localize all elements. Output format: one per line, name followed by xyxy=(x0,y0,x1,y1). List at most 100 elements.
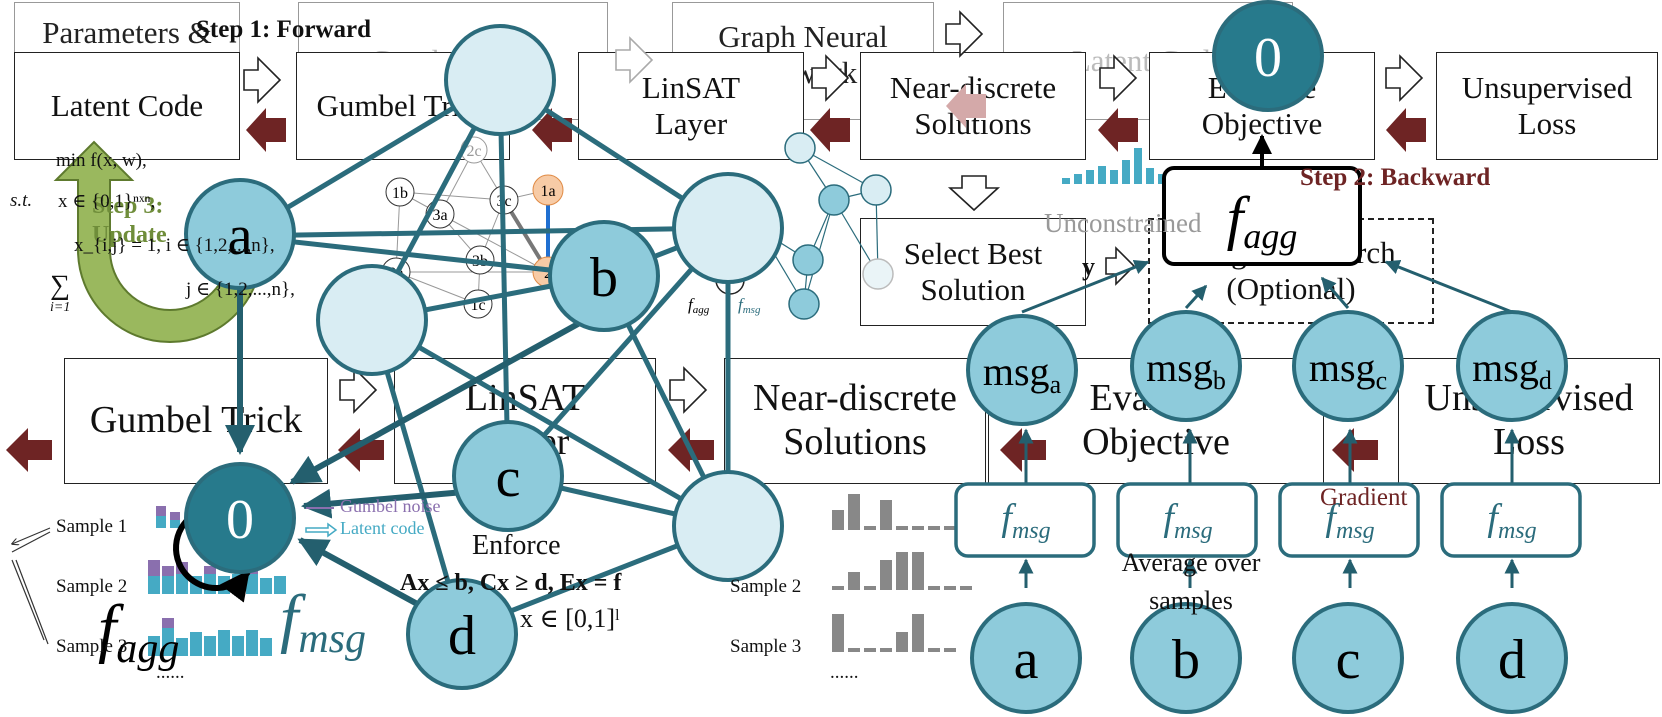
left-graph-arrows xyxy=(225,288,598,615)
fmsg-box-b: fmsg xyxy=(1116,482,1258,558)
msg-node-b-label: msgb xyxy=(1146,345,1226,395)
sample1-label: Sample 1 xyxy=(56,516,128,537)
leaf-node-a-label: a xyxy=(1014,629,1039,691)
formula-st: s.t. xyxy=(10,190,33,211)
back-arrow-1 xyxy=(246,108,286,152)
near-discrete-bottom-label: Near-discrete Solutions xyxy=(753,377,957,463)
sample-more-label: ...... xyxy=(156,662,185,683)
gnn-node-2 xyxy=(818,184,850,216)
right-fmsg-boxes: fmsg fmsg fmsg fmsg xyxy=(954,482,1582,558)
flow-arrow-10 xyxy=(669,366,708,414)
node-2-label: 2 xyxy=(544,265,552,282)
step2-label: Step 2: Backward xyxy=(1300,164,1491,191)
right-fagg-label: fagg xyxy=(1227,185,1298,256)
left-node-c-label: c xyxy=(496,447,521,509)
left-node-d: d xyxy=(406,578,518,690)
left-node-a-label: a xyxy=(228,205,253,267)
right-msg-nodes: msga msgb msgc msgd xyxy=(966,310,1568,426)
bars-left-sample3 xyxy=(148,618,272,656)
back-arrow-4 xyxy=(1098,108,1138,152)
msg-node-d: msgd xyxy=(1456,310,1568,422)
gnn-node-1 xyxy=(784,132,816,164)
box-linsat-top: LinSAT Layer xyxy=(578,52,804,160)
left-node-b-label: b xyxy=(590,247,618,309)
msg-node-d-label: msgd xyxy=(1472,345,1552,395)
step1-label: Step 1: Forward xyxy=(196,16,371,43)
legend-gradient: Gradient xyxy=(1320,484,1408,511)
unsupervised-loss-top-label: Unsupervised Loss xyxy=(1461,70,1633,141)
sample2-right-label: Sample 2 xyxy=(730,576,802,597)
back-arrow-faded xyxy=(946,84,986,128)
right-tree-arrows xyxy=(1021,260,1513,314)
flow-arrow-1 xyxy=(243,56,282,104)
back-arrow-7 xyxy=(338,428,384,472)
msg-node-c: msgc xyxy=(1292,310,1404,422)
back-arrow-6 xyxy=(6,428,52,472)
right-root: 0 xyxy=(1212,0,1324,112)
bars-unconstrained xyxy=(1062,148,1178,184)
msg-node-a-label: msga xyxy=(983,349,1062,399)
left-node-b: b xyxy=(548,220,660,332)
bars-right-sample1 xyxy=(832,494,972,530)
left-node-d-label: d xyxy=(448,605,476,667)
back-arrow-5 xyxy=(1386,108,1426,152)
latent-code-label: Latent Code xyxy=(50,88,204,124)
left-node-mid xyxy=(316,264,428,376)
left-node-right2 xyxy=(672,470,784,582)
left-node-zero: 0 xyxy=(184,462,296,574)
right-fagg-box xyxy=(1162,166,1362,266)
legend-latent-code: Latent code xyxy=(340,518,425,538)
right-root-label: 0 xyxy=(1254,27,1282,89)
bars-right-sample2 xyxy=(832,552,972,590)
fmsg-box-a: fmsg xyxy=(954,482,1096,558)
sample3-right-label: Sample 3 xyxy=(730,636,802,657)
flow-arrow-5 xyxy=(945,10,984,58)
formula-min: min f(x, w), xyxy=(56,150,147,171)
left-node-c: c xyxy=(452,420,564,532)
flow-arrow-down xyxy=(947,175,1001,212)
formula-c2: x_{i,j} = 1, i ∈ {1,2,...,n}, xyxy=(74,235,275,256)
leaf-node-c-label: c xyxy=(1336,629,1361,691)
select-best-label: Select Best Solution xyxy=(903,236,1043,307)
msg-node-a: msga xyxy=(966,314,1078,426)
flow-arrow-3 xyxy=(615,36,654,84)
box-unsupervised-loss-top: Unsupervised Loss xyxy=(1436,52,1658,160)
right-msg-arrows xyxy=(1018,428,1520,588)
box-gumbel-trick-bottom: Gumbel Trick xyxy=(64,358,328,484)
flow-arrows-outline xyxy=(243,10,1424,414)
node-3a-label: 3a xyxy=(432,207,447,224)
leaf-node-a: a xyxy=(970,602,1082,714)
back-arrow-9 xyxy=(1000,428,1046,472)
flow-arrow-6 xyxy=(1099,54,1138,102)
fmsg-box-c: fmsg xyxy=(1278,482,1420,558)
box-latent-code: Latent Code xyxy=(14,52,240,160)
gnn-small-nodes xyxy=(784,132,894,320)
box-select-best: Select Best Solution xyxy=(860,218,1086,326)
backward-arrows xyxy=(6,84,1426,472)
leaf-node-d-label: d xyxy=(1498,629,1526,691)
left-node-right1 xyxy=(672,172,784,284)
flow-arrow-9 xyxy=(339,366,378,414)
node-1a-label: 1a xyxy=(540,183,555,200)
fmsg-d-label: fmsg xyxy=(1487,497,1536,544)
bars-right-sample3 xyxy=(832,614,956,652)
gnn-node-3 xyxy=(860,174,892,206)
gnn-fmsg-label: fmsg xyxy=(738,295,761,316)
fmsg-box-d: fmsg xyxy=(1440,482,1582,558)
back-arrow-10 xyxy=(1332,428,1378,472)
gnn-node-4 xyxy=(792,244,824,276)
step3-label: Step 3: Update xyxy=(92,193,167,248)
linsat-top-label: LinSAT Layer xyxy=(641,70,741,141)
gnn-fagg-label: fagg xyxy=(688,295,710,316)
back-arrow-3 xyxy=(810,108,850,152)
msg-node-c-label: msgc xyxy=(1309,345,1387,395)
sample2-label: Sample 2 xyxy=(56,576,128,597)
formula-sum: ∑ xyxy=(50,270,70,301)
left-node-zero-label: 0 xyxy=(226,489,254,551)
node-2c-label: 2c xyxy=(466,143,481,160)
sample-pointer-lines xyxy=(12,527,51,645)
leaf-node-b-label: b xyxy=(1172,629,1200,691)
left-node-top xyxy=(444,24,556,136)
sample-more-right-label: ...... xyxy=(830,662,859,683)
